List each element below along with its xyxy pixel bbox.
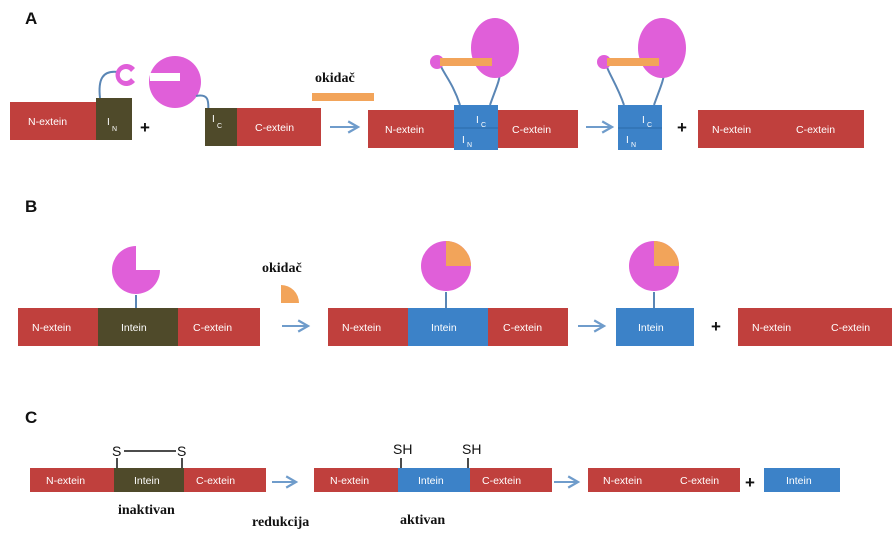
n-extein-label: N-extein: [603, 475, 642, 487]
intein-label: Intein: [134, 475, 160, 487]
sulfur-label: S: [177, 443, 186, 459]
c-extein-label: C-extein: [512, 124, 551, 136]
linker-line: [439, 61, 461, 106]
intein-c-subscript: C: [481, 122, 486, 129]
intein-c-subscript: C: [647, 122, 652, 129]
c-extein-box: [670, 468, 740, 492]
reduction-label: redukcija: [252, 515, 309, 530]
intein-n-label: I: [107, 117, 110, 128]
panel-a: A N-extein I N + I C C-extein okidač N-e…: [10, 9, 864, 150]
intein-n-label: I: [462, 135, 465, 146]
c-extein-label: C-extein: [503, 322, 542, 334]
n-extein-label: N-extein: [712, 124, 751, 136]
domain-half-c: [149, 56, 201, 108]
intein-n-subscript: N: [631, 142, 636, 149]
c-extein-label: C-extein: [196, 475, 235, 487]
n-extein-label: N-extein: [330, 475, 369, 487]
trigger-label: okidač: [315, 71, 355, 86]
trigger-wedge: [654, 241, 679, 266]
intein-c-box: [205, 108, 237, 146]
intein-n-subscript: N: [467, 142, 472, 149]
n-extein-box: [368, 110, 454, 148]
c-extein-label: C-extein: [831, 322, 870, 334]
intein-box: [98, 308, 178, 346]
n-extein-box: [18, 308, 98, 346]
intein-c-subscript: C: [217, 123, 222, 130]
c-extein-box: [780, 110, 864, 148]
trigger-bar: [312, 93, 374, 101]
intein-label: Intein: [121, 322, 147, 334]
intein-n-label: I: [626, 135, 629, 146]
intein-box: [114, 468, 184, 492]
intein-c-label: I: [212, 114, 215, 125]
intein-label: Intein: [638, 322, 664, 334]
intein-box: [408, 308, 488, 346]
c-extein-box: [820, 308, 892, 346]
n-extein-box: [10, 102, 96, 140]
domain-half-c: [638, 18, 686, 78]
panel-c-letter: C: [25, 408, 37, 427]
c-extein-box: [237, 108, 321, 146]
c-extein-label: C-extein: [680, 475, 719, 487]
trigger-label: okidač: [262, 261, 302, 276]
intein-label: Intein: [418, 475, 444, 487]
n-extein-label: N-extein: [28, 116, 67, 128]
n-extein-label: N-extein: [46, 475, 85, 487]
linker-line: [605, 61, 625, 106]
intein-box: [398, 468, 470, 492]
panel-b-letter: B: [25, 197, 37, 216]
domain-cleft: [150, 73, 180, 81]
c-extein-box: [184, 468, 266, 492]
plus-sign: +: [140, 118, 150, 137]
n-extein-box: [314, 468, 398, 492]
plus-sign: +: [745, 473, 755, 492]
intein-n-box: [96, 98, 132, 140]
intein-label: Intein: [431, 322, 457, 334]
n-extein-box: [588, 468, 670, 492]
plus-sign: +: [711, 317, 721, 336]
inactive-label: inaktivan: [118, 503, 175, 518]
c-extein-box: [178, 308, 260, 346]
n-extein-box: [328, 308, 408, 346]
c-extein-label: C-extein: [193, 322, 232, 334]
trigger-bar: [607, 58, 659, 66]
domain-half-n: [115, 64, 135, 86]
intein-n-subscript: N: [112, 126, 117, 133]
panel-b: B N-extein Intein C-extein okidač N-exte…: [18, 197, 892, 346]
linker-line: [98, 70, 119, 99]
c-extein-label: C-extein: [255, 122, 294, 134]
panel-a-letter: A: [25, 9, 37, 28]
n-extein-label: N-extein: [752, 322, 791, 334]
intein-label: Intein: [786, 475, 812, 487]
c-extein-label: C-extein: [796, 124, 835, 136]
intein-box: [616, 308, 694, 346]
n-extein-box: [738, 308, 820, 346]
thiol-label: SH: [393, 441, 412, 457]
c-extein-box: [470, 468, 552, 492]
n-extein-label: N-extein: [342, 322, 381, 334]
domain-half-c: [471, 18, 519, 78]
c-extein-label: C-extein: [482, 475, 521, 487]
plus-sign: +: [677, 118, 687, 137]
sulfur-label: S: [112, 443, 121, 459]
trigger-wedge: [446, 241, 471, 266]
active-label: aktivan: [400, 513, 445, 528]
n-extein-box: [30, 468, 114, 492]
n-extein-label: N-extein: [385, 124, 424, 136]
n-extein-label: N-extein: [32, 322, 71, 334]
thiol-label: SH: [462, 441, 481, 457]
intein-box: [764, 468, 840, 492]
panel-c: C N-extein Intein C-extein S S inaktivan…: [25, 408, 840, 530]
trigger-wedge: [281, 285, 299, 303]
intein-c-label: I: [476, 115, 479, 126]
intein-c-label: I: [642, 115, 645, 126]
c-extein-box: [488, 308, 568, 346]
n-extein-box: [698, 110, 780, 148]
trigger-bar: [440, 58, 492, 66]
c-extein-box: [498, 110, 578, 148]
domain-open: [112, 246, 160, 294]
